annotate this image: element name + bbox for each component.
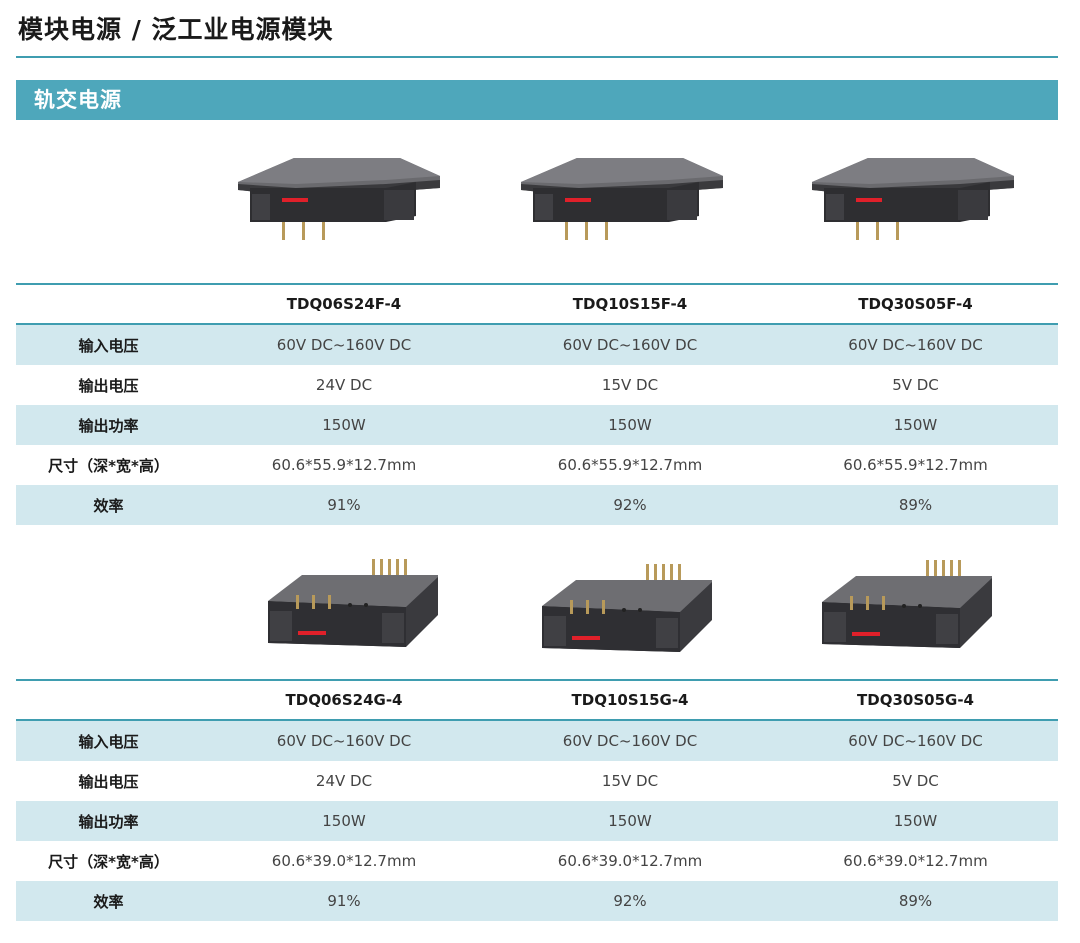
cell-value: 15V DC — [601, 772, 659, 790]
row-label: 效率 — [93, 892, 124, 911]
spec-table-f-series: TDQ06S24F-4 TDQ10S15F-4 TDQ30S05F-4 输入电压… — [16, 283, 1058, 525]
cell-value: 92% — [613, 496, 647, 514]
product-image-tdq30s05f — [812, 158, 1014, 240]
product-image-tdq06s24g — [268, 559, 438, 647]
header-empty-cell — [16, 680, 201, 720]
table-header-row: TDQ06S24G-4 TDQ10S15G-4 TDQ30S05G-4 — [16, 680, 1058, 720]
cell-value: 60V DC~160V DC — [848, 732, 983, 750]
model-name: TDQ30S05G-4 — [857, 691, 974, 709]
cell-value: 60V DC~160V DC — [848, 336, 983, 354]
cell-value: 60.6*55.9*12.7mm — [271, 456, 417, 474]
table-row: 输入电压 60V DC~160V DC 60V DC~160V DC 60V D… — [16, 720, 1058, 761]
cell-value: 60.6*39.0*12.7mm — [557, 852, 703, 870]
spec-table-g-series: TDQ06S24G-4 TDQ10S15G-4 TDQ30S05G-4 输入电压… — [16, 679, 1058, 921]
row-label: 尺寸（深*宽*高） — [48, 852, 169, 871]
row-label: 效率 — [93, 496, 124, 515]
model-name: TDQ06S24F-4 — [286, 295, 402, 313]
row-label: 输入电压 — [78, 336, 139, 355]
table-row: 输出电压 24V DC 15V DC 5V DC — [16, 365, 1058, 405]
cell-value: 5V DC — [892, 772, 939, 790]
table-row: 效率 91% 92% 89% — [16, 881, 1058, 921]
module-flanged-graphic — [812, 158, 1014, 240]
row-label: 尺寸（深*宽*高） — [48, 456, 169, 475]
model-name: TDQ30S05F-4 — [858, 295, 973, 313]
table-row: 尺寸（深*宽*高） 60.6*55.9*12.7mm 60.6*55.9*12.… — [16, 445, 1058, 485]
cell-value: 15V DC — [601, 376, 659, 394]
cell-value: 89% — [898, 496, 933, 514]
model-name: TDQ06S24G-4 — [285, 691, 403, 709]
table-row: 输出电压 24V DC 15V DC 5V DC — [16, 761, 1058, 801]
module-box-graphic — [542, 564, 712, 652]
table-row: 输入电压 60V DC~160V DC 60V DC~160V DC 60V D… — [16, 324, 1058, 365]
table-row: 效率 91% 92% 89% — [16, 485, 1058, 525]
model-name: TDQ10S15G-4 — [571, 691, 689, 709]
module-flanged-graphic — [238, 158, 440, 240]
table-header-row: TDQ06S24F-4 TDQ10S15F-4 TDQ30S05F-4 — [16, 284, 1058, 324]
cell-value: 60.6*39.0*12.7mm — [843, 852, 988, 870]
table-row: 尺寸（深*宽*高） 60.6*39.0*12.7mm 60.6*39.0*12.… — [16, 841, 1058, 881]
cell-value: 89% — [898, 892, 933, 910]
cell-value: 60V DC~160V DC — [562, 336, 698, 354]
row-label: 输出功率 — [78, 812, 139, 831]
cell-value: 24V DC — [315, 376, 373, 394]
module-box-graphic — [268, 559, 438, 647]
module-box-graphic — [822, 560, 992, 648]
cell-value: 150W — [322, 416, 366, 434]
cell-value: 24V DC — [315, 772, 373, 790]
page-title: 模块电源 / 泛工业电源模块 — [18, 15, 334, 44]
product-image-tdq06s24f — [238, 158, 440, 240]
table-row: 输出功率 150W 150W 150W — [16, 405, 1058, 445]
product-image-tdq10s15f — [521, 158, 723, 240]
title-rule — [16, 56, 1058, 58]
cell-value: 91% — [327, 496, 361, 514]
cell-value: 60V DC~160V DC — [562, 732, 698, 750]
cell-value: 60V DC~160V DC — [276, 336, 412, 354]
section-title: 轨交电源 — [34, 88, 122, 112]
cell-value: 150W — [322, 812, 366, 830]
cell-value: 60V DC~160V DC — [276, 732, 412, 750]
model-name: TDQ10S15F-4 — [572, 295, 688, 313]
cell-value: 60.6*55.9*12.7mm — [843, 456, 988, 474]
cell-value: 5V DC — [892, 376, 939, 394]
module-flanged-graphic — [521, 158, 723, 240]
cell-value: 92% — [613, 892, 647, 910]
header-empty-cell — [16, 284, 201, 324]
table-row: 输出功率 150W 150W 150W — [16, 801, 1058, 841]
row-label: 输出电压 — [78, 772, 139, 791]
cell-value: 150W — [608, 416, 652, 434]
cell-value: 150W — [608, 812, 652, 830]
product-image-tdq30s05g — [822, 560, 992, 648]
row-label: 输出功率 — [78, 416, 139, 435]
product-image-tdq10s15g — [542, 564, 712, 652]
cell-value: 150W — [893, 812, 938, 830]
cell-value: 91% — [327, 892, 361, 910]
section-bar: 轨交电源 — [16, 80, 1058, 120]
cell-value: 150W — [893, 416, 938, 434]
cell-value: 60.6*55.9*12.7mm — [557, 456, 703, 474]
cell-value: 60.6*39.0*12.7mm — [271, 852, 417, 870]
row-label: 输入电压 — [78, 732, 139, 751]
row-label: 输出电压 — [78, 376, 139, 395]
